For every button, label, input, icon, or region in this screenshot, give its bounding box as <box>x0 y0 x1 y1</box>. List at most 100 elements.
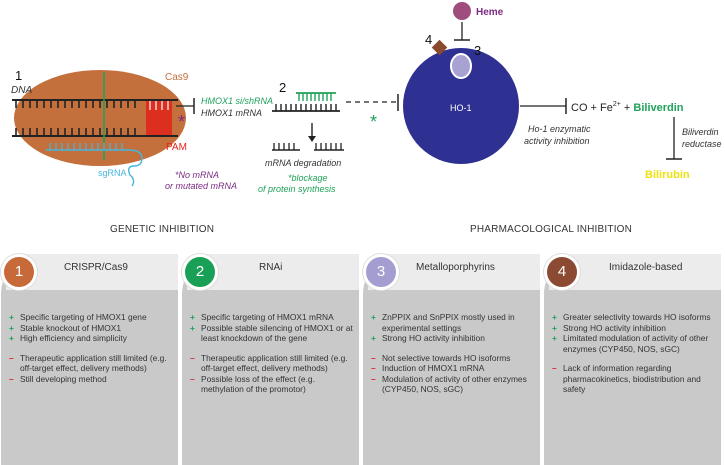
blockage-label-1: *blockage <box>288 173 328 183</box>
item-text: Therapeutic application still limited (e… <box>201 352 348 374</box>
advantage-item: + Specific targeting of HMOX1 mRNA <box>190 312 356 323</box>
minus-icon: – <box>190 373 195 384</box>
item-text: Induction of HMOX1 mRNA <box>382 363 485 373</box>
limitation-item: –Possible loss of the effect (e.g. methy… <box>190 374 356 395</box>
dna-label: DNA <box>11 85 32 96</box>
item-text: Strong HO activity inhibition <box>563 322 666 333</box>
advantage-item: + ZnPPIX and SnPPIX mostly used in experi… <box>371 312 537 333</box>
genetic-inhibition-heading: GENETIC INHIBITION <box>110 224 215 235</box>
card-title: CRISPR/Cas9 <box>64 262 128 273</box>
ho1-inhibition-label-1: Ho-1 enzymatic <box>528 124 591 134</box>
no-mrna-label-2: or mutated mRNA <box>165 181 237 191</box>
plus-icon: + <box>9 333 14 343</box>
item-text: Possible loss of the effect (e.g. methyl… <box>201 373 315 395</box>
card-title: Metalloporphyrins <box>416 262 495 273</box>
limitation-item: –Not selective towards HO isoforms <box>371 353 537 364</box>
dna-helix <box>12 99 178 137</box>
limitation-item: –Therapeutic application still limited (… <box>9 353 175 374</box>
advantage-item: +Greater selectivity towards HO isoforms <box>552 312 718 323</box>
minus-icon: – <box>371 373 376 384</box>
card-metalloporphyrins: Metalloporphyrins 3 + ZnPPIX and SnPPIX m… <box>363 254 540 465</box>
advantage-item: + Possible stable silencing of HMOX1 or a… <box>190 323 356 344</box>
cas9-protein <box>14 70 186 166</box>
asterisk-green: * <box>370 112 377 132</box>
advantage-item: + Stable knockout of HMOX1 <box>9 323 175 334</box>
card-rnai: RNAi 2 + Specific targeting of HMOX1 mRNA… <box>182 254 359 465</box>
heme-molecule <box>453 2 471 20</box>
blockage-label-2: of protein synthesis <box>258 184 336 194</box>
item-text: Greater selectivity towards HO isoforms <box>563 312 711 322</box>
no-mrna-label-1: *No mRNA <box>175 170 219 180</box>
item-text: Not selective towards HO isoforms <box>382 352 511 363</box>
item-text: Possible stable silencing of HMOX1 or at… <box>201 322 353 344</box>
reductase-label-1: Biliverdin <box>682 127 719 137</box>
card-number-badge: 1 <box>1 254 37 290</box>
cas9-label: Cas9 <box>165 72 189 83</box>
plus-icon: + <box>552 333 557 343</box>
card-title: Imidazole-based <box>609 262 683 273</box>
advantage-item: + High efficiency and simplicity <box>9 333 175 344</box>
mrna-degradation-label: mRNA degradation <box>265 158 341 168</box>
minus-icon: – <box>371 363 376 373</box>
porphyrin-site <box>450 53 472 79</box>
advantage-item: + Specific targeting of HMOX1 gene <box>9 312 175 323</box>
card-items: + ZnPPIX and SnPPIX mostly used in experi… <box>371 312 537 395</box>
item-text: Specific targeting of HMOX1 mRNA <box>201 312 334 322</box>
sgrna-strand <box>46 149 143 187</box>
plus-icon: + <box>190 312 195 322</box>
minus-icon: – <box>190 352 195 363</box>
card-title: RNAi <box>259 262 283 273</box>
item-text: Specific targeting of HMOX1 gene <box>20 312 147 322</box>
advantage-item: + Limitated modulation of activity of oth… <box>552 333 718 354</box>
minus-icon: – <box>9 373 14 384</box>
item-text: Strong HO activity inhibition <box>382 333 485 343</box>
minus-icon: – <box>9 352 14 363</box>
ho1-inhibition-label-2: activity inhibition <box>524 136 590 146</box>
mechanism-diagram: 1 DNA Cas9 PAM sgRNA * *No mRNA or mutat… <box>11 2 722 194</box>
down-arrow <box>308 136 316 142</box>
pharmacological-inhibition-heading: PHARMACOLOGICAL INHIBITION <box>470 224 633 235</box>
item-text: Still developing method <box>20 373 107 384</box>
minus-icon: – <box>552 363 557 373</box>
product-line: CO + Fe2+ + Biliverdin <box>571 101 684 114</box>
item-text: Limitated modulation of activity of othe… <box>563 333 709 354</box>
heme-label: Heme <box>476 7 504 18</box>
card-items: + Specific targeting of HMOX1 mRNA + Possib… <box>190 312 356 395</box>
advantage-item: + Strong HO activity inhibition <box>552 323 718 334</box>
card-items: + Specific targeting of HMOX1 gene + Stable… <box>9 312 175 384</box>
limitation-item: –Modulation of activity of other enzymes… <box>371 374 537 395</box>
item-text: Stable knockout of HMOX1 <box>20 322 122 333</box>
pam-label: PAM <box>166 142 187 153</box>
item-text: High efficiency and simplicity <box>20 333 127 343</box>
label-4: 4 <box>425 32 432 47</box>
label-2: 2 <box>279 80 286 95</box>
plus-icon: + <box>371 333 376 343</box>
label-1: 1 <box>15 68 22 83</box>
minus-icon: – <box>371 352 376 363</box>
card-number-badge: 4 <box>544 254 580 290</box>
card-crispr: CRISPR/Cas9 1 + Specific targeting of HMO… <box>1 254 178 465</box>
label-3: 3 <box>474 43 481 58</box>
limitation-item: –Induction of HMOX1 mRNA <box>371 363 537 374</box>
sgrna-label: sgRNA <box>98 168 127 178</box>
card-items: +Greater selectivity towards HO isoforms… <box>552 312 718 395</box>
hmox1-mrna-label: HMOX1 mRNA <box>201 108 262 118</box>
plus-icon: + <box>9 322 14 333</box>
limitation-item: –Therapeutic application still limited (… <box>190 353 356 374</box>
advantage-item: + Strong HO activity inhibition <box>371 333 537 344</box>
plus-icon: + <box>552 322 557 333</box>
bilirubin-label: Bilirubin <box>645 169 690 181</box>
card-number-badge: 3 <box>363 254 399 290</box>
item-text: ZnPPIX and SnPPIX mostly used in experim… <box>382 312 515 333</box>
plus-icon: + <box>371 312 376 322</box>
plus-icon: + <box>190 322 195 333</box>
limitation-item: –Lack of information regarding pharmacok… <box>552 363 718 395</box>
item-text: Lack of information regarding pharmacoki… <box>563 363 701 394</box>
reductase-label-2: reductase <box>682 139 722 149</box>
item-text: Therapeutic application still limited (e… <box>20 352 167 374</box>
plus-icon: + <box>9 312 14 322</box>
hmox1-shrna-label: HMOX1 si/shRNA <box>201 96 273 106</box>
ho1-enzyme <box>403 48 519 164</box>
ho1-label: HO-1 <box>450 103 472 113</box>
card-number-badge: 2 <box>182 254 218 290</box>
